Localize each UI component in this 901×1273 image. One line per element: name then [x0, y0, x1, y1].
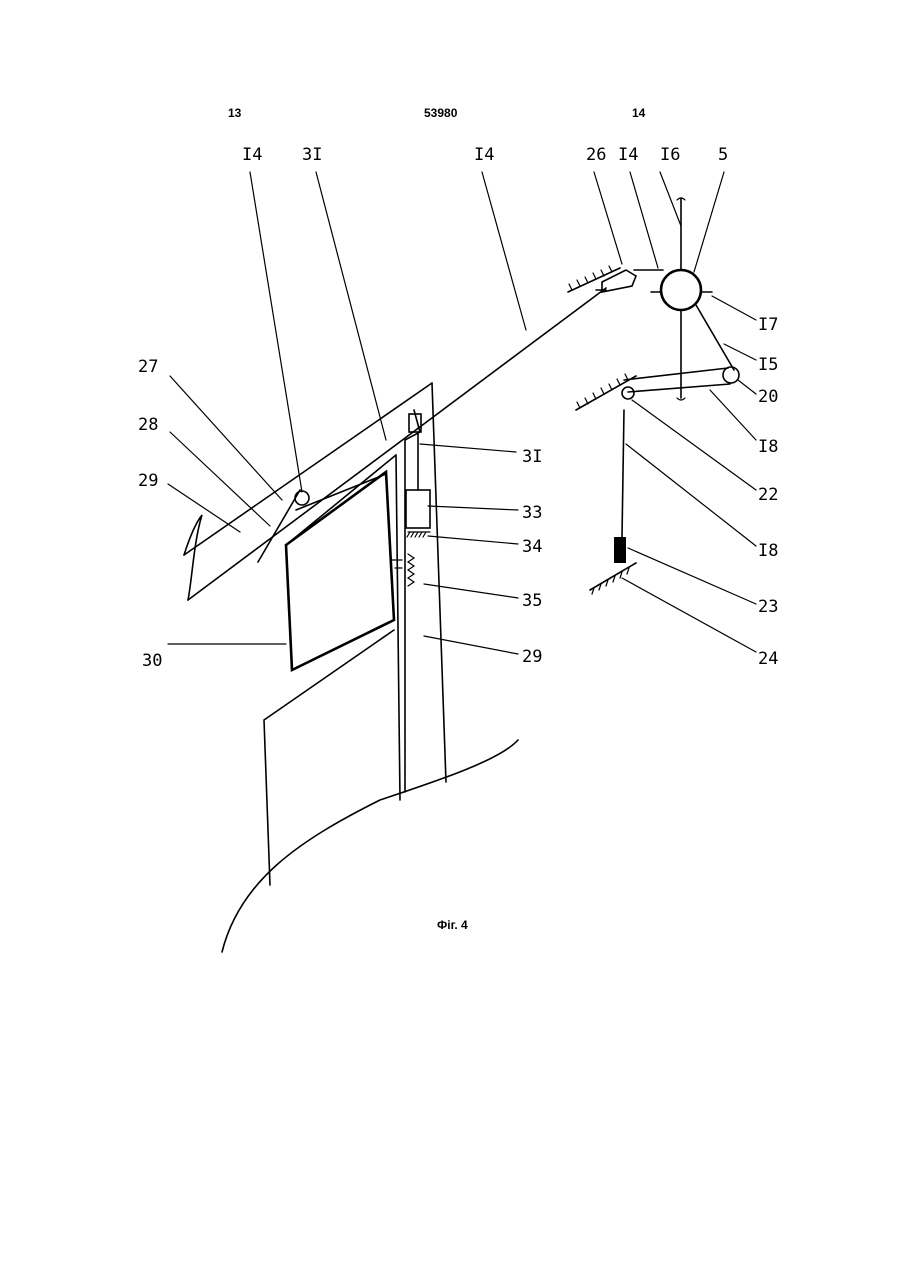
door-frame-right	[396, 455, 400, 800]
leader-34	[428, 536, 518, 544]
label-29-left: 29	[138, 471, 158, 491]
leader-23	[628, 548, 756, 604]
lever-28	[258, 490, 300, 562]
figure-caption: Фіг. 4	[437, 918, 468, 932]
leader-14-right	[630, 172, 658, 268]
leader-18b	[626, 444, 756, 546]
label-27: 27	[138, 357, 158, 377]
label-18b: I8	[758, 541, 778, 561]
wall-right-edge	[432, 383, 446, 782]
label-26: 26	[586, 145, 606, 165]
stop-34-hatch	[407, 532, 426, 537]
lever-18-bottom	[628, 384, 730, 392]
support-26-hatch	[569, 266, 612, 290]
label-31-right: 3I	[522, 447, 542, 467]
leader-26	[594, 172, 622, 264]
label-34: 34	[522, 537, 542, 557]
label-24: 24	[758, 649, 778, 669]
rope-15	[696, 305, 734, 370]
leader-18a	[710, 390, 756, 440]
spring-35	[408, 554, 414, 586]
label-31-top: 3I	[302, 145, 322, 165]
label-15: I5	[758, 355, 778, 375]
label-22: 22	[758, 485, 778, 505]
support-22-base	[576, 376, 636, 410]
label-28: 28	[138, 415, 158, 435]
pivot-22	[622, 387, 634, 399]
lower-door-panel	[264, 630, 394, 885]
label-29-right: 29	[522, 647, 542, 667]
label-17: I7	[758, 315, 778, 335]
leader-35	[424, 584, 518, 598]
label-33: 33	[522, 503, 542, 523]
wall-left-edge	[184, 515, 202, 600]
label-5: 5	[718, 145, 728, 165]
drum-5	[661, 270, 701, 310]
label-23: 23	[758, 597, 778, 617]
label-20: 20	[758, 387, 778, 407]
weight-23	[614, 537, 626, 563]
leader-27	[170, 376, 282, 500]
counterweight-33	[406, 490, 430, 528]
leader-20	[738, 380, 756, 394]
label-14-mid: I4	[474, 145, 494, 165]
leader-5	[694, 172, 724, 272]
door-leaf-edge	[286, 545, 292, 670]
lever-18-top	[624, 368, 728, 380]
leader-17	[712, 296, 756, 320]
support-24-hatch	[592, 568, 629, 594]
pulley-14-door	[295, 491, 309, 505]
leader-31-top	[316, 172, 386, 440]
label-30: 30	[142, 651, 162, 671]
label-14-right: I4	[618, 145, 638, 165]
rod-18	[622, 410, 624, 537]
leader-24	[622, 578, 756, 652]
leader-22	[632, 400, 756, 490]
leader-29-right	[424, 636, 518, 654]
pulley-20	[723, 367, 739, 383]
leader-28	[170, 432, 270, 526]
label-14-left: I4	[242, 145, 262, 165]
leader-33	[428, 506, 518, 510]
support-24-base	[590, 563, 636, 590]
leader-15	[724, 344, 756, 360]
leader-14-mid	[482, 172, 526, 330]
support-22-hatch	[577, 374, 628, 408]
leader-29-left	[168, 484, 240, 532]
leader-14-left	[250, 172, 302, 492]
label-18a: I8	[758, 437, 778, 457]
label-16: I6	[660, 145, 680, 165]
label-35: 35	[522, 591, 542, 611]
